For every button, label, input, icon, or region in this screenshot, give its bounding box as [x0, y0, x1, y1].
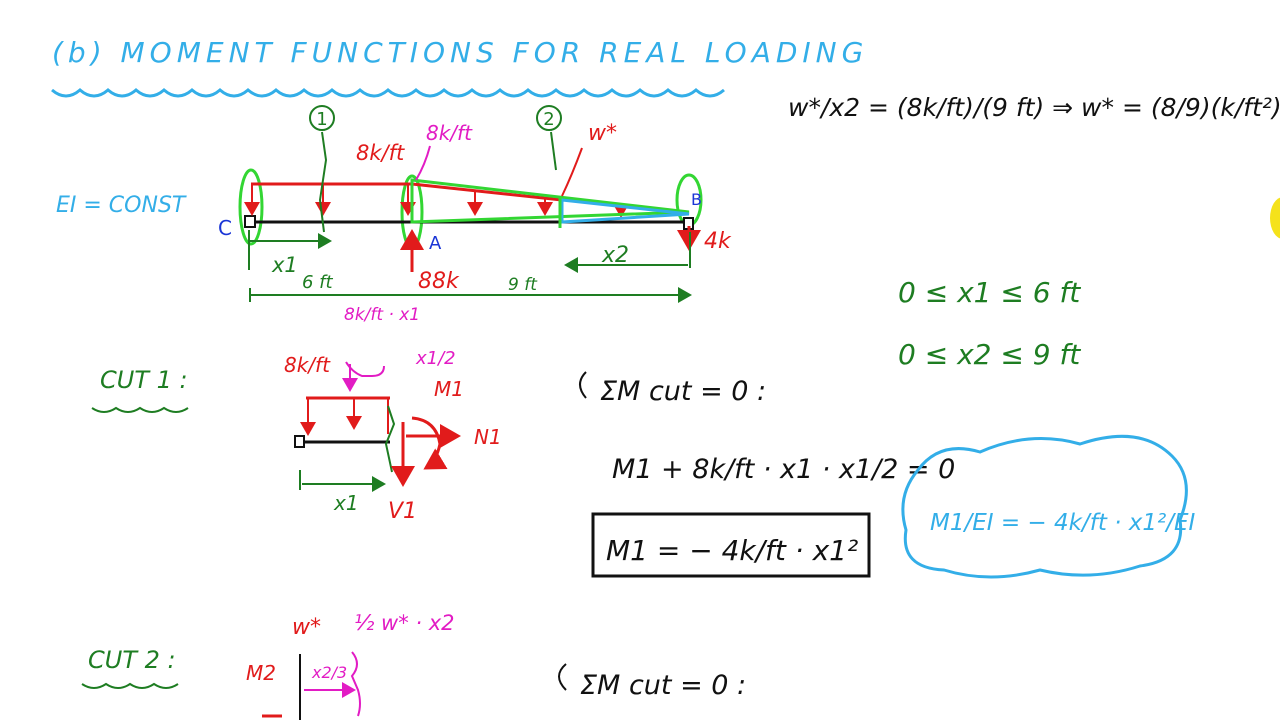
cut1-load-label: 8k/ft — [284, 353, 331, 377]
cut2-arm-label: x2/3 — [311, 663, 347, 682]
heading-title: (b) MOMENT FUNCTIONS FOR REAL LOADING — [52, 36, 868, 69]
w-star-label: w* — [588, 121, 617, 146]
load-left-label: 8k/ft — [356, 141, 405, 165]
cut1-arm-brace — [345, 361, 385, 377]
x1-label: x1 — [271, 253, 298, 277]
cut1-title: CUT 1 : — [100, 366, 188, 394]
cut1-normal-label: N1 — [474, 425, 502, 449]
range-x2: 0 ≤ x2 ≤ 9 ft — [898, 338, 1081, 371]
cut1-length-label: x1 — [333, 491, 359, 515]
cut2-underline — [81, 682, 179, 689]
cut2-marker: 2 — [543, 109, 554, 130]
cut1-moment-label: M1 — [434, 377, 464, 401]
node-b: B — [691, 190, 702, 209]
cut1-result: M1 = − 4k/ft · x1² — [606, 534, 858, 567]
w-star-pointer — [561, 147, 583, 197]
cut2-pointer — [550, 131, 557, 171]
cut2-sum-moments: ΣM cut = 0 : — [580, 670, 746, 701]
cursor-highlight — [1270, 197, 1280, 239]
cut1-marker-circle — [309, 105, 335, 131]
w-star-equation: w*/x2 = (8k/ft)/(9 ft) ⇒ w* = (8/9)(k/ft… — [788, 93, 1280, 122]
heading: (b) MOMENT FUNCTIONS FOR REAL LOADING — [51, 36, 868, 98]
resultant-cut1-label: 8k/ft · x1 — [344, 305, 420, 325]
span-6-label: 6 ft — [302, 272, 334, 293]
cut2-resultant-label: ½ w* · x2 — [354, 611, 455, 635]
cut2-moment-label: M2 — [246, 661, 276, 685]
load-mid-pointer — [415, 145, 431, 181]
cut2-marker-circle — [536, 105, 562, 131]
reaction-a-label: 88k — [418, 269, 460, 294]
ei-label: EI = CONST — [56, 193, 187, 218]
cut1-beam-end — [294, 435, 305, 448]
cut1-moment-arrow — [411, 416, 448, 470]
cut1-arm-label: x1/2 — [415, 348, 456, 369]
span-9-label: 9 ft — [508, 275, 538, 295]
cut1-shear-label: V1 — [388, 499, 417, 524]
cut1-section: CUT 1 : 8k/ft x1/2 M1 N1 V1 x1 ΣM cut = … — [91, 348, 1196, 579]
ccw-sign — [579, 371, 587, 399]
node-a: A — [429, 233, 442, 254]
cut1-cut-line — [384, 405, 396, 473]
ccw-sign-2 — [558, 663, 567, 691]
range-x1: 0 ≤ x1 ≤ 6 ft — [898, 276, 1081, 309]
cut1-marker: 1 — [316, 109, 327, 130]
beam-end-c — [244, 215, 256, 228]
beam-diagram: EI = CONST 1 2 8k/ft 8k/ft — [56, 105, 732, 325]
cut1-underline — [91, 406, 189, 413]
cut1-equation: M1 + 8k/ft · x1 · x1/2 = 0 — [612, 454, 955, 485]
w-star-ratio: w*/x2 = (8k/ft)/(9 ft) ⇒ w* = (8/9)(k/ft… — [788, 93, 1280, 122]
cut1-sum-moments: ΣM cut = 0 : — [600, 376, 766, 407]
cut1-result-box — [591, 512, 871, 578]
cut1-result-ei-cloud — [901, 434, 1188, 579]
triangular-load-highlight — [410, 178, 690, 224]
reaction-b-label: 4k — [704, 229, 732, 254]
cut2-brace — [350, 651, 361, 717]
tri-load-top-red — [411, 182, 563, 202]
load-mid-label: 8k/ft — [426, 121, 473, 145]
x2-label: x2 — [601, 243, 629, 268]
cut2-section: CUT 2 : w* ½ w* · x2 M2 x2/3 ΣM cut = 0 … — [81, 611, 746, 720]
cut2-title: CUT 2 : — [88, 646, 176, 674]
cut2-w-star-label: w* — [292, 615, 321, 640]
node-c: C — [218, 216, 232, 240]
support-c-highlight — [238, 168, 264, 246]
heading-underline — [51, 88, 725, 98]
cut1-result-ei: M1/EI = − 4k/ft · x1²/EI — [930, 510, 1196, 536]
cut1-line — [318, 131, 328, 233]
cut2-triangle-highlight — [560, 198, 690, 224]
